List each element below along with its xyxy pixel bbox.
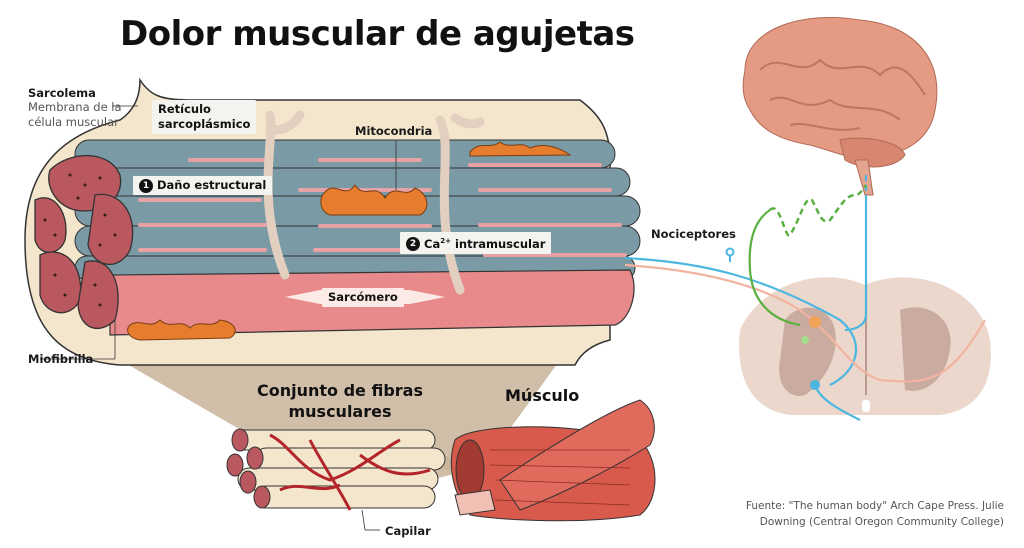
leader-lines (40, 105, 397, 531)
source-line-1: Fuente: "The human body" Arch Cape Press… (745, 500, 1004, 512)
label-reticulo-line2: sarcoplásmico (158, 117, 251, 131)
label-conjunto-line2: musculares (288, 402, 392, 421)
label-calcio-sup: 2+ (440, 237, 451, 245)
label-conjunto-line1: Conjunto de fibras (257, 381, 423, 400)
label-reticulo-line1: Retículo (158, 102, 211, 116)
nerve-blue-ascending (844, 200, 868, 332)
label-calcio-prefix: Ca (424, 236, 441, 251)
mitochondria-top (469, 141, 572, 157)
zoom-cone (120, 360, 560, 470)
page-title: Dolor muscular de agujetas (120, 14, 635, 54)
label-sarcomero: Sarcómero (322, 288, 404, 307)
myofibril-dots (43, 173, 117, 307)
label-conjunto-fibras: Conjunto de fibras musculares (240, 380, 440, 422)
label-sarcolema-desc-1: Membrana de la (28, 100, 122, 114)
label-mitocondria: Mitocondria (355, 124, 433, 138)
nerves (624, 175, 986, 421)
myofibril-ends (34, 154, 134, 329)
source-line-2: Downing (Central Oregon Community Colleg… (759, 516, 1004, 528)
label-sarcolema: Sarcolema (28, 86, 96, 100)
label-musculo: Músculo (505, 386, 580, 405)
label-dano-text: Daño estructural (157, 178, 267, 192)
brain (742, 16, 938, 196)
label-reticulo: Retículo sarcoplásmico (152, 100, 257, 134)
mitochondria-lower (127, 319, 236, 341)
mitochondria (320, 184, 428, 216)
label-dano-estructural: 1 Daño estructural (133, 176, 273, 195)
reticulum-lines (138, 158, 627, 257)
step-badge-1: 1 (139, 178, 153, 193)
label-calcio-intramuscular: 2 Ca2+ intramuscular (400, 232, 552, 254)
label-calcio-suffix: intramuscular (450, 236, 546, 251)
step-badge-2: 2 (406, 237, 420, 252)
nerve-green (748, 209, 801, 327)
label-miofibrilla: Miofibrilla (28, 352, 94, 366)
nerve-green-dashed (769, 184, 867, 237)
label-sarcolema-desc-2: célula muscular (28, 115, 119, 129)
label-capilar: Capilar (385, 524, 431, 538)
nerve-pink (624, 263, 986, 383)
fiber-bundle (226, 428, 446, 511)
muscle (450, 399, 656, 522)
source-credit: Fuente: "The human body" Arch Cape Press… (746, 498, 1004, 530)
label-nociceptores: Nociceptores (651, 227, 736, 241)
